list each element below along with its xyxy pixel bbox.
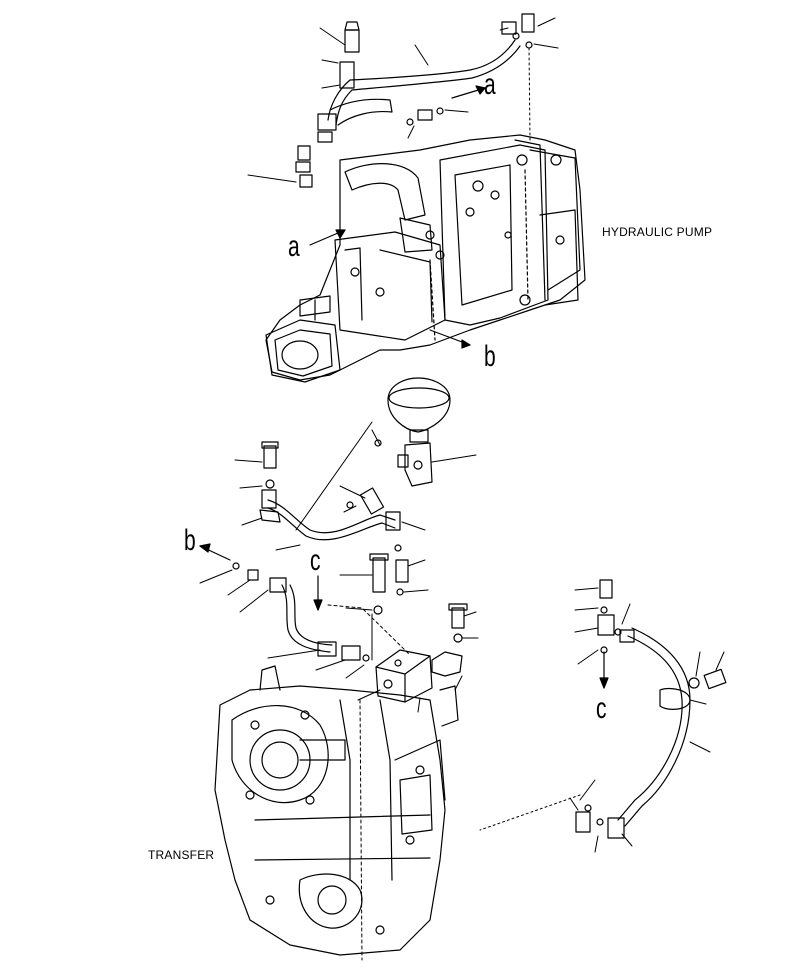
leader-lines-right [479, 587, 725, 853]
transfer-case [214, 665, 459, 961]
ref-arrows-upper [309, 85, 486, 349]
ref-a-top: a [484, 68, 496, 101]
middle-hose-and-valve [232, 441, 468, 703]
hydraulic-pump-label: HYDRAULIC PUMP [602, 225, 713, 239]
leader-lines-middle [199, 459, 479, 713]
leader-lines-upper [247, 17, 559, 183]
transfer-label: TRANSFER [148, 848, 215, 862]
ref-b-right: b [484, 340, 496, 373]
ref-b-left: b [184, 524, 196, 557]
ref-a-left: a [288, 230, 300, 263]
ref-arrows-middle [199, 543, 609, 689]
accumulator [295, 377, 477, 531]
upper-hose-assembly [295, 13, 535, 188]
ref-c-mid: c [310, 544, 321, 577]
ref-c-right: c [596, 692, 607, 725]
hydraulic-pump-assembly [265, 134, 586, 383]
